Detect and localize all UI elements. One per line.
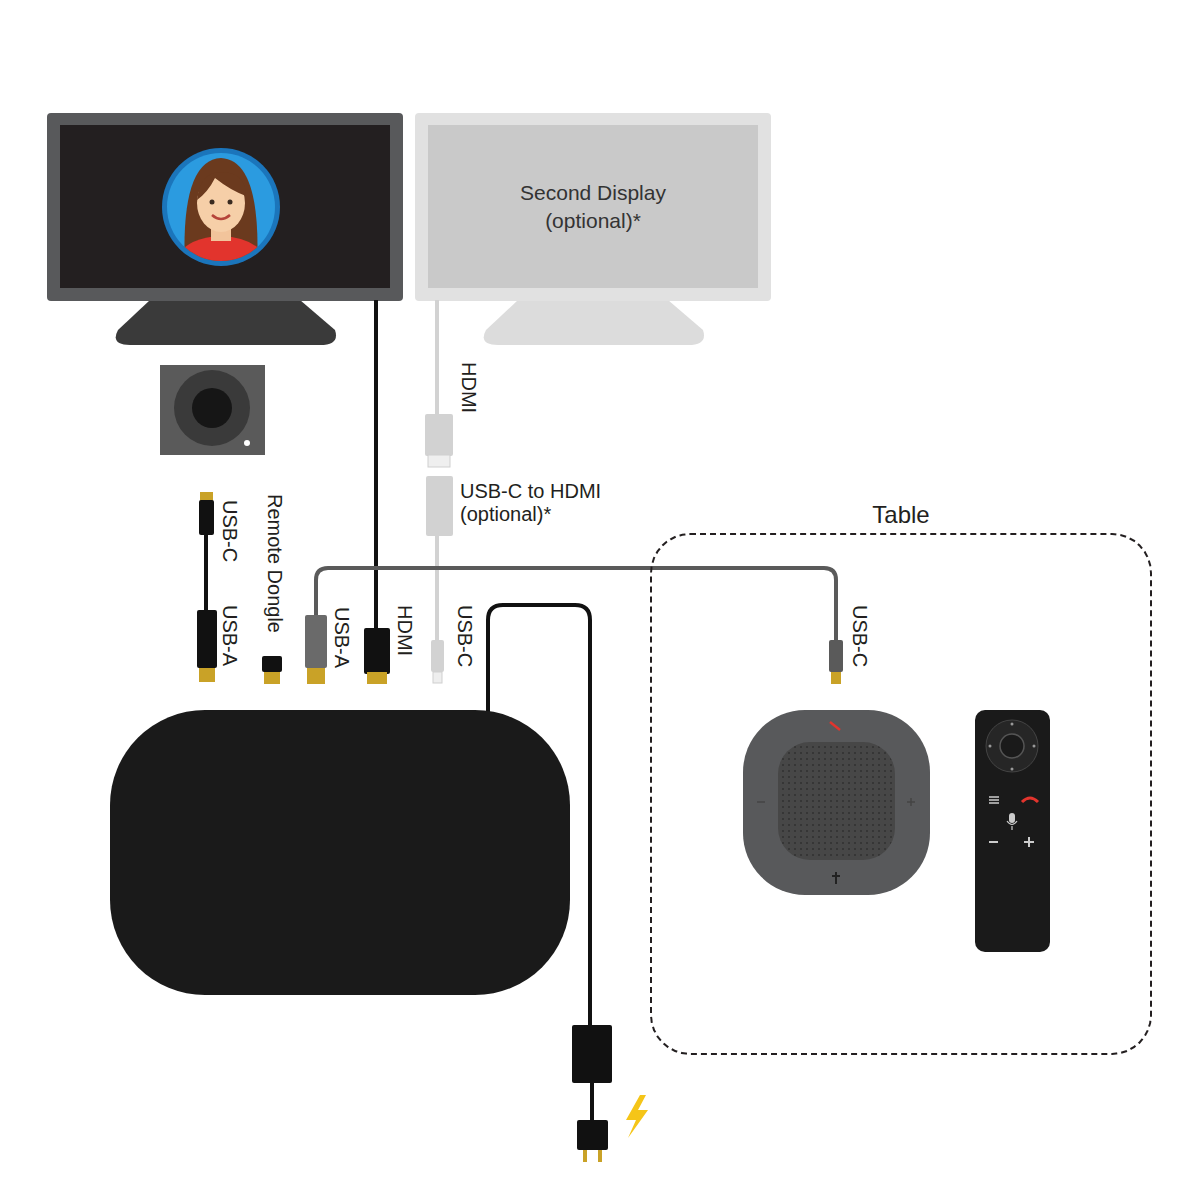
speakerphone-cable-part [307, 668, 325, 684]
hdmi-cable [364, 300, 390, 684]
remote-control-part [1000, 734, 1024, 758]
remote-control-part [1011, 768, 1014, 771]
usb-c-usb-a-cable-part [204, 535, 208, 612]
display-label: Second Display (optional)* [508, 179, 678, 234]
remote-control-part [989, 797, 999, 803]
power-cable-part [590, 1083, 594, 1122]
speakerphone-cable [305, 568, 843, 684]
avatar-part-part [170, 236, 272, 275]
second-display-frame [415, 113, 771, 345]
usb-c-usb-a-cable-part [199, 668, 215, 682]
usb-c-hdmi-cable-part [426, 476, 453, 536]
usb-c-hdmi-cable-part [425, 414, 453, 456]
connector-label: USB-C [218, 500, 241, 562]
connector-label: USB-C [848, 605, 871, 667]
speakerphone-cable-part [831, 672, 841, 684]
usb-c-hdmi-cable-part [431, 640, 444, 672]
remote-control-part [1009, 813, 1015, 823]
remote-control-part [975, 710, 1050, 952]
second-display-frame-part [484, 300, 704, 345]
speakerphone-part [778, 742, 895, 860]
remote-dongle-part [264, 672, 280, 684]
main-monitor-part [116, 300, 336, 345]
camera-part [174, 370, 250, 446]
hub-part [110, 710, 570, 995]
usb-c-hdmi-cable-part [435, 536, 439, 642]
region-heading: Table [868, 499, 933, 530]
remote-control-part [1011, 723, 1014, 726]
power-cable-part [583, 1150, 587, 1162]
remote-dongle-part [262, 656, 282, 672]
avatar-part-part [228, 200, 233, 205]
power-cable-part [598, 1150, 602, 1162]
usb-c-hdmi-cable [425, 300, 453, 683]
second-display-frame-part [415, 113, 771, 301]
dongle-label: Remote Dongle [263, 494, 286, 633]
power-cable-part [626, 1095, 648, 1138]
avatar-part-part [197, 172, 246, 200]
usb-c-usb-a-cable-part [197, 610, 217, 668]
power-cable-part [572, 1025, 612, 1083]
speakerphone-part [832, 872, 840, 884]
speakerphone-part [743, 710, 930, 895]
hdmi-cable-part [374, 300, 378, 630]
avatar-part [170, 158, 272, 275]
speakerphone-part [757, 801, 765, 803]
remote-control-part [1024, 837, 1034, 847]
remote-control-part [986, 720, 1038, 772]
remote-control-part [1007, 821, 1017, 830]
speakerphone-part [778, 742, 895, 860]
main-monitor [47, 113, 403, 345]
speakerphone-cable-part [829, 640, 843, 672]
remote-control-part [1033, 745, 1036, 748]
remote-control-part [989, 745, 992, 748]
hdmi-cable-part [364, 628, 390, 674]
usb-c-usb-a-cable-part [200, 492, 213, 501]
avatar-part-part [210, 200, 215, 205]
hdmi-cable-part [367, 672, 387, 684]
connector-label: USB-C [453, 605, 476, 667]
usb-c-usb-a-cable [197, 492, 217, 682]
camera-part [160, 365, 265, 455]
second-display-screen: Second Display (optional)* [428, 125, 758, 288]
speakerphone-part [830, 722, 840, 730]
speakerphone-cable-part [305, 615, 327, 668]
speakerphone [743, 710, 930, 895]
camera-part [192, 388, 232, 428]
camera-part [244, 440, 250, 446]
cable-label: HDMI [457, 362, 480, 413]
remote-control [975, 710, 1050, 952]
table-region: Table [650, 533, 1152, 1055]
power-cable-part [577, 1120, 608, 1150]
usb-c-hdmi-cable-part [428, 455, 450, 467]
avatar [162, 148, 280, 275]
hub [110, 710, 570, 995]
remote-control-part [1022, 798, 1038, 802]
speakerphone-part [907, 798, 915, 806]
connector-label: HDMI [393, 605, 416, 656]
main-monitor-part [60, 125, 390, 288]
remote-dongle [262, 656, 282, 684]
usb-c-usb-a-cable-part [199, 500, 214, 535]
adapter-label: USB-C to HDMI (optional)* [460, 480, 620, 526]
avatar-part-part [212, 215, 230, 219]
remote-control-part [989, 841, 998, 843]
main-monitor-part [47, 113, 403, 301]
usb-c-hdmi-cable-part [435, 300, 439, 418]
connector-label: USB-A [218, 605, 241, 666]
usb-c-hdmi-cable-part [433, 672, 442, 683]
camera [160, 365, 265, 455]
connector-label: USB-A [330, 607, 353, 668]
